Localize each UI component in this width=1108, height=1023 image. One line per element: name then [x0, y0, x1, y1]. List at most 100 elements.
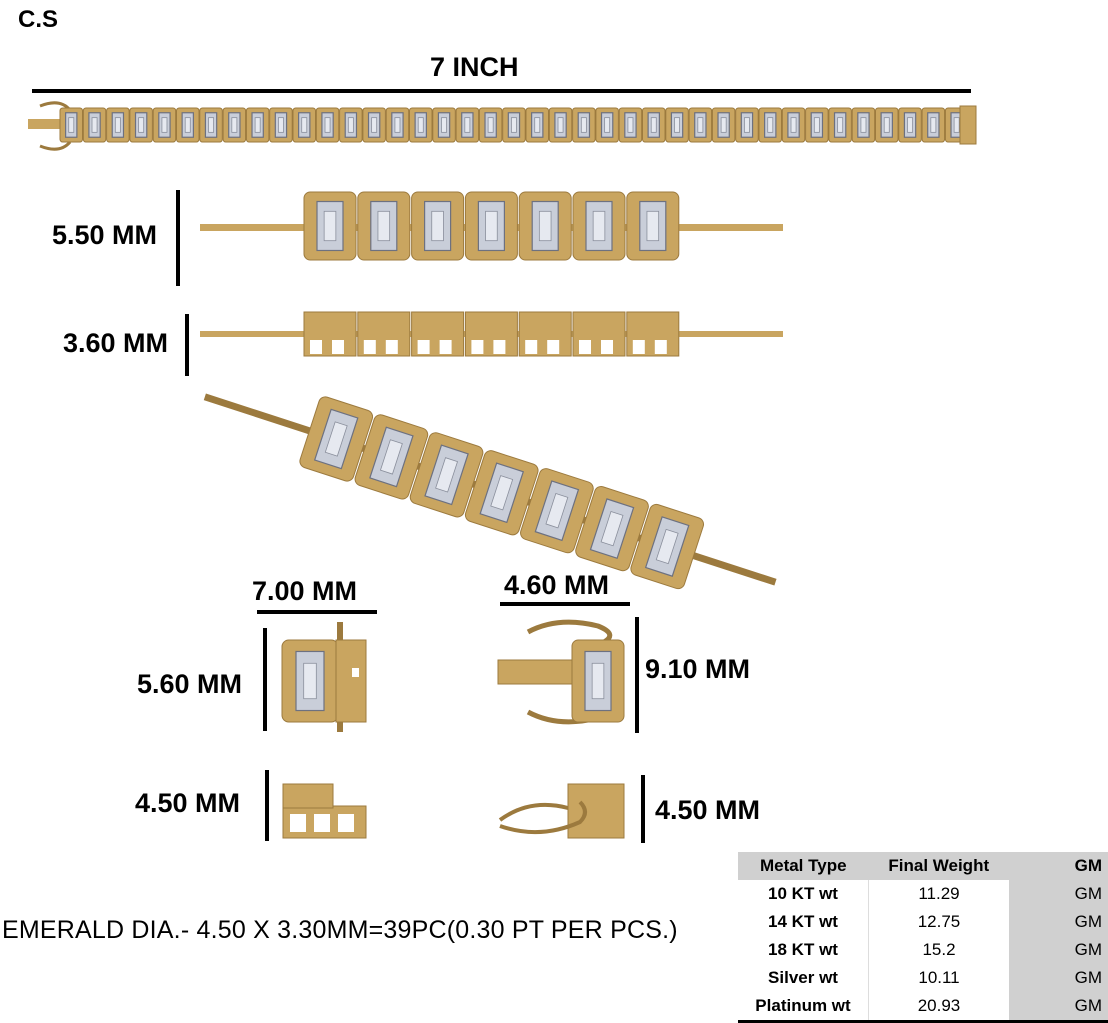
link-window	[417, 340, 430, 354]
side-height-line	[185, 314, 189, 376]
stone-facet	[813, 117, 820, 133]
header-unit: GM	[1009, 852, 1108, 880]
clasp-side-latch	[498, 800, 587, 835]
stone-facet	[744, 117, 750, 133]
stone-facet	[138, 117, 145, 133]
stone-facet	[301, 117, 308, 133]
table-header-row: Metal Type Final Weight GM	[738, 852, 1108, 880]
metal-type: Platinum wt	[738, 992, 869, 1023]
tongue-clasp-side	[498, 783, 625, 839]
header-final-weight: Final Weight	[868, 852, 1009, 880]
box-clasp-side	[282, 783, 367, 839]
stone-facet	[655, 528, 679, 565]
box-slot	[352, 668, 359, 677]
clasp-side-body	[567, 783, 625, 839]
stone-facet	[254, 117, 261, 133]
link-window	[579, 340, 591, 354]
stone-facet	[431, 210, 444, 242]
link-side	[357, 311, 411, 357]
stone-facet	[464, 117, 471, 133]
stone-note: EMERALD DIA.- 4.50 X 3.30MM=39PC(0.30 PT…	[2, 916, 678, 944]
stone-facet	[184, 117, 191, 133]
link-window	[385, 340, 398, 354]
link-window	[439, 340, 452, 354]
side-view	[200, 311, 783, 357]
top-view	[200, 191, 783, 261]
box-side-top	[282, 783, 334, 809]
weight: 11.29	[918, 884, 960, 903]
stone-facet	[674, 117, 680, 133]
box-side-window	[314, 814, 330, 832]
stone-facet	[377, 210, 391, 242]
box-side-line	[265, 770, 269, 841]
stone-facet	[557, 117, 564, 133]
stone-facet	[953, 117, 960, 133]
stone-facet	[907, 117, 913, 133]
box-width-line	[257, 610, 377, 614]
stone-facet	[860, 117, 867, 133]
stone-facet	[324, 421, 348, 457]
stone-facet	[646, 210, 660, 242]
stone-facet	[435, 457, 458, 493]
link-window	[471, 340, 484, 354]
link-window	[310, 340, 322, 354]
stone-facet	[837, 117, 844, 133]
stone-facet	[323, 210, 337, 242]
link-window	[654, 340, 667, 354]
metal-type: 14 KT wt	[738, 908, 869, 936]
clasp-box	[959, 105, 977, 145]
link-window	[632, 340, 645, 354]
link-window	[363, 340, 376, 354]
stone-facet	[650, 117, 657, 133]
metal-type: 18 KT wt	[738, 936, 869, 964]
stone-facet	[417, 117, 424, 133]
clasp-width-line	[500, 602, 630, 606]
stone-facet	[231, 117, 238, 133]
stone-facet	[394, 117, 401, 133]
full-bracelet-view	[28, 101, 977, 151]
stone-facet	[487, 117, 494, 133]
stone-facet	[604, 117, 611, 133]
box-height-line	[263, 628, 267, 731]
stone-facet	[580, 117, 587, 133]
unit: GM	[1009, 908, 1108, 936]
unit: GM	[1009, 936, 1108, 964]
header-metal-type: Metal Type	[738, 852, 869, 880]
side-height-label: 3.60 MM	[63, 328, 169, 358]
stone-facet	[161, 117, 168, 133]
stone-facet	[278, 117, 284, 133]
link-window	[493, 340, 506, 354]
table-row: 14 KT wt 12.75 GM	[738, 908, 1108, 936]
box-height-label: 5.60 MM	[137, 669, 243, 699]
stone-facet	[485, 210, 498, 242]
stone-facet	[600, 510, 624, 547]
stone-facet	[591, 662, 605, 700]
link-side	[303, 311, 357, 357]
weight: 10.11	[918, 968, 960, 987]
link-window	[525, 340, 538, 354]
stone-facet	[303, 662, 317, 700]
stone-facet	[697, 117, 704, 133]
stone-facet	[441, 117, 447, 133]
stone-facet	[592, 210, 606, 242]
link-window	[601, 340, 613, 354]
stone-facet	[324, 117, 331, 133]
unit: GM	[1009, 992, 1108, 1023]
box-side-label: 4.50 MM	[135, 788, 241, 818]
weight: 12.75	[917, 912, 961, 931]
stone-facet	[627, 117, 634, 133]
stone-facet	[114, 117, 121, 133]
metal-type: Silver wt	[738, 964, 869, 992]
stone-facet	[538, 210, 552, 242]
box-clasp-front	[281, 622, 367, 732]
unit: GM	[1009, 880, 1108, 908]
stone-facet	[534, 117, 541, 133]
emerald-stone	[424, 200, 452, 252]
stone-facet	[883, 117, 890, 133]
emerald-stone	[585, 200, 613, 252]
stone-facet	[371, 117, 378, 133]
